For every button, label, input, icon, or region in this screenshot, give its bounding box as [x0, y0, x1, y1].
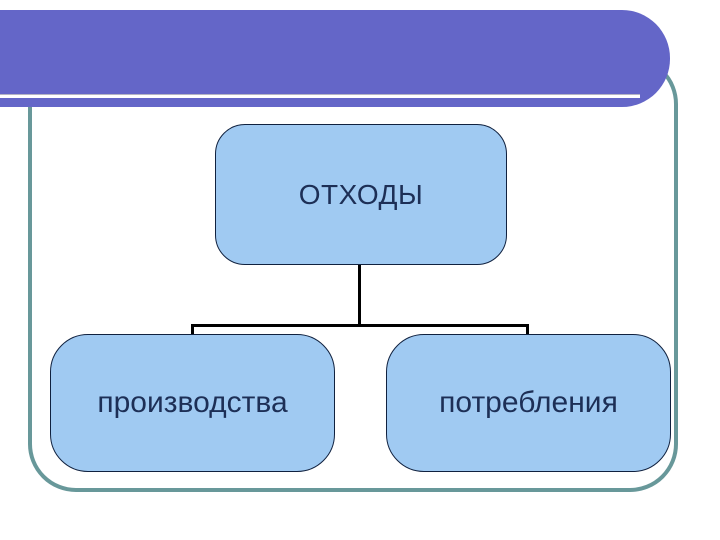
connector-stem: [358, 265, 361, 326]
node-production: производства: [50, 334, 335, 472]
node-consumption: потребления: [386, 334, 671, 472]
connector-drop-left: [191, 324, 194, 335]
banner-divider-line: [0, 94, 640, 98]
node-production-label: производства: [97, 386, 288, 419]
node-consumption-label: потребления: [439, 386, 618, 419]
connector-bar: [191, 324, 528, 327]
connector-drop-right: [526, 324, 529, 335]
node-waste-label: ОТХОДЫ: [298, 178, 424, 210]
node-waste: ОТХОДЫ: [215, 124, 507, 265]
title-banner: [0, 10, 670, 107]
